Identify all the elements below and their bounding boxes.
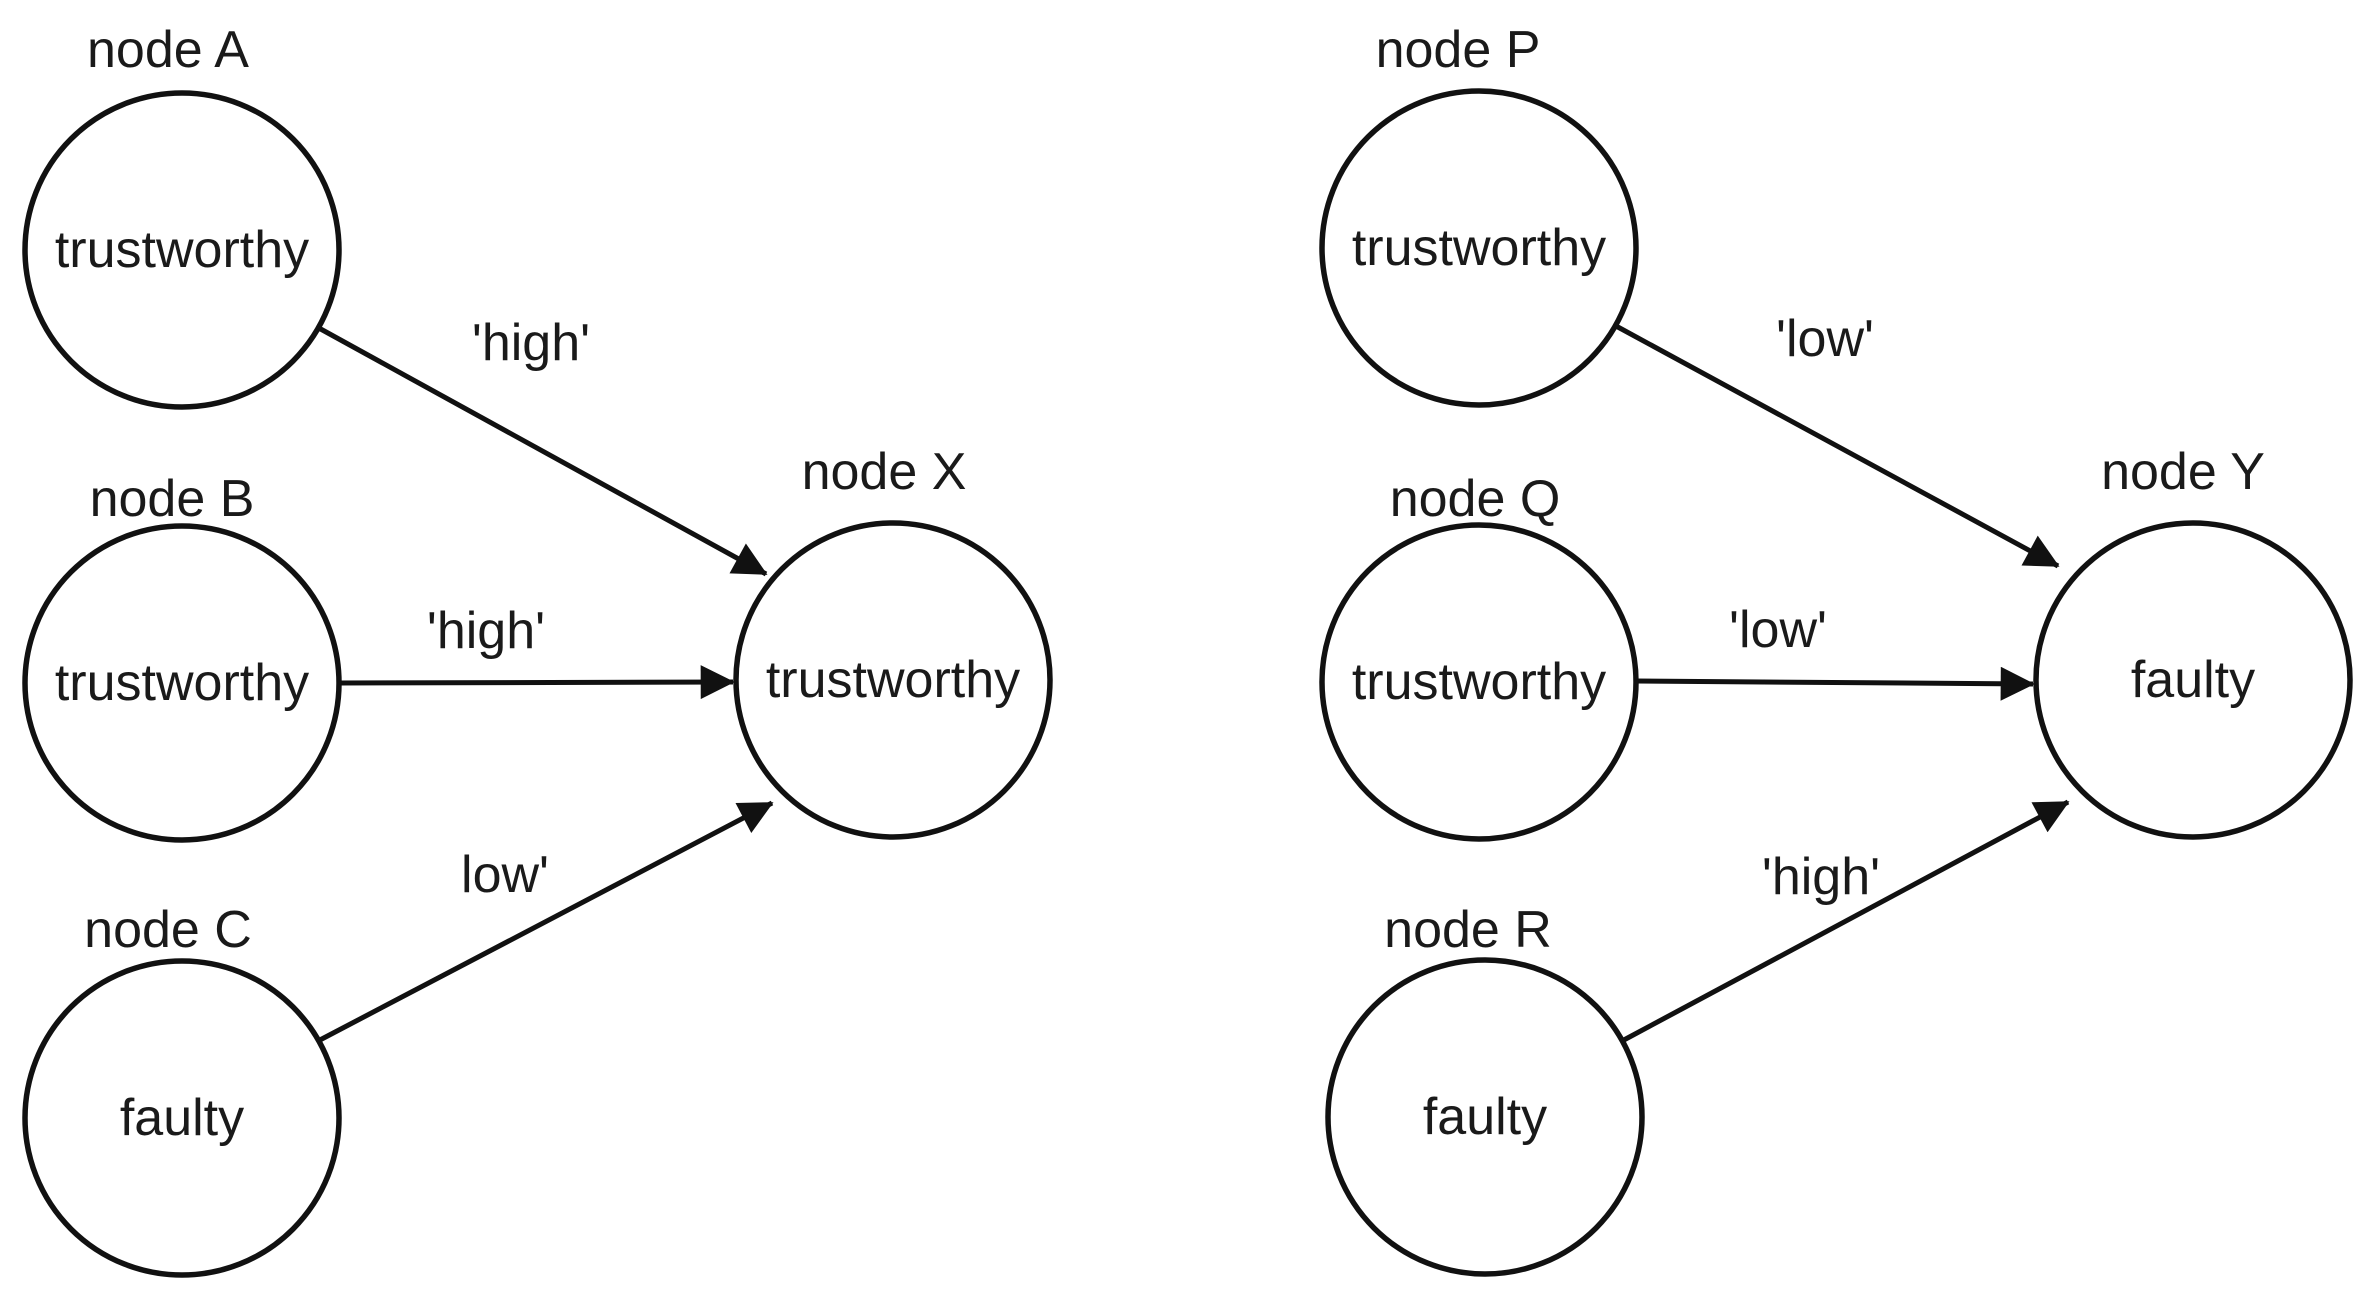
node-r-state: faulty [1423,1088,1547,1146]
edge-a-to-x [315,324,768,577]
edge-a-to-x-label: 'high' [472,314,590,372]
node-a-state: trustworthy [55,221,309,279]
graph-left: 'high' 'high' low' node A trustworthy no… [22,21,1053,1278]
edge-q-to-y [1635,666,2035,701]
edge-r-to-y [1620,799,2070,1044]
edge-b-to-x-label: 'high' [427,602,545,660]
node-x-circle [733,520,1053,840]
edge-c-to-x [316,800,774,1044]
node-y-state: faulty [2131,651,2255,709]
graph-right: 'low' 'low' 'high' node P trustworthy no… [1319,21,2353,1277]
node-b-circle [22,523,342,843]
node-q-circle [1319,522,1639,842]
node-c-circle [22,958,342,1278]
node-x-title: node X [802,443,967,501]
edge-p-to-y-label: 'low' [1776,310,1874,368]
node-p-title: node P [1376,21,1541,79]
edge-b-to-x [338,665,735,700]
node-b-title: node B [90,470,255,528]
node-c-state: faulty [120,1089,244,1147]
node-q-state: trustworthy [1352,653,1606,711]
edge-q-to-y-label: 'low' [1729,601,1827,659]
node-p-state: trustworthy [1352,219,1606,277]
node-b-state: trustworthy [55,654,309,712]
node-y-title: node Y [2101,443,2265,501]
edge-r-to-y-label: 'high' [1762,848,1880,906]
node-a-circle [22,90,342,410]
edge-p-to-y [1614,323,2060,569]
node-r-circle [1325,957,1645,1277]
node-p-circle [1319,88,1639,408]
node-c-title: node C [84,901,252,959]
node-q-title: node Q [1390,470,1561,528]
node-a-title: node A [87,21,249,79]
node-y-circle [2033,520,2353,840]
node-r-title: node R [1384,901,1552,959]
edge-c-to-x-label: low' [461,846,549,904]
node-x-state: trustworthy [766,651,1020,709]
